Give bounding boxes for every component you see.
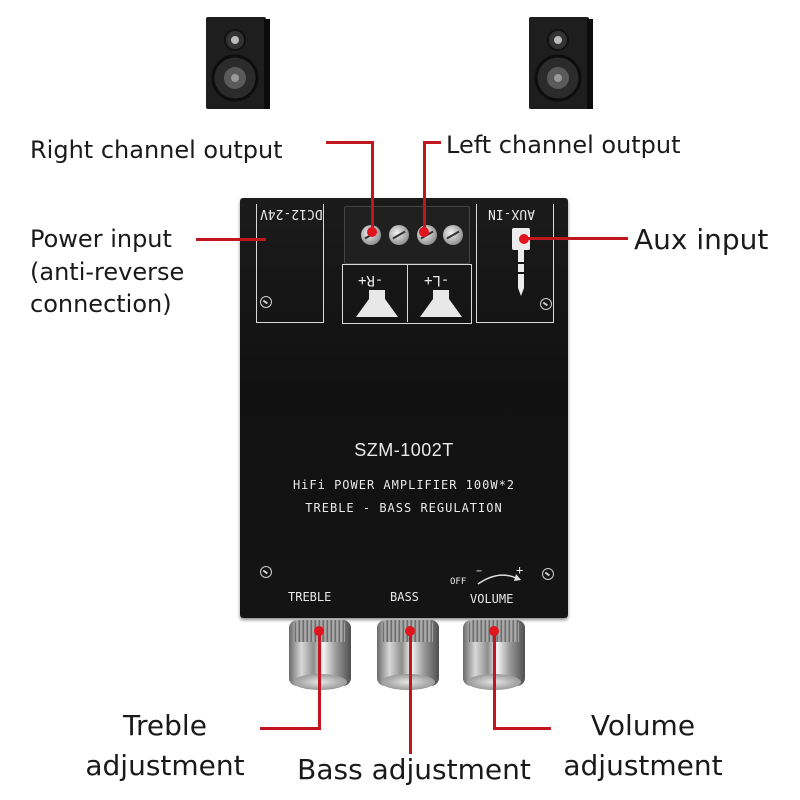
volume-adjustment-label-line-1: Volume	[590, 709, 696, 742]
model-name: SZM-1002T	[354, 440, 454, 460]
bass-adjustment-label: Bass adjustment	[297, 753, 531, 786]
left-channel-leader	[423, 141, 426, 231]
right-channel-leader	[326, 141, 374, 144]
speaker-symbol-icon	[420, 290, 462, 317]
power-input-label-line-2: (anti-reverse	[30, 258, 185, 286]
aux-input-marker	[519, 234, 529, 244]
treble-leader	[260, 727, 321, 730]
right-channel-output-label: Right channel output	[30, 136, 283, 164]
left-channel-output-label: Left channel output	[446, 131, 681, 159]
treble-marker	[314, 626, 324, 636]
screw-icon	[260, 566, 272, 578]
left-channel-leader	[423, 141, 441, 144]
volume-marker	[489, 626, 499, 636]
treble-adjustment-label-line-2: adjustment	[85, 749, 245, 782]
screw-icon	[542, 568, 554, 580]
volume-minus-marking: −	[476, 566, 483, 577]
speaker-divider	[407, 264, 408, 322]
treble-leader	[318, 630, 321, 730]
right-marking: -R+	[358, 272, 384, 288]
treble-marking: TREBLE	[288, 590, 332, 604]
product-line-2: TREBLE - BASS REGULATION	[305, 501, 503, 515]
terminal-screw-icon	[443, 225, 463, 245]
volume-arc-icon	[477, 574, 521, 585]
aux-marking: AUX-IN	[488, 206, 535, 221]
volume-marking: VOLUME	[470, 592, 514, 606]
screw-icon	[540, 298, 552, 310]
terminal-screw-icon	[389, 225, 409, 245]
bass-leader	[409, 630, 412, 754]
aux-input-label: Aux input	[634, 223, 769, 256]
treble-adjustment-label-line-1: Treble	[123, 709, 207, 742]
left-channel-marker	[419, 227, 429, 237]
bass-knob[interactable]	[377, 620, 439, 690]
aux-input-leader	[526, 237, 628, 240]
left-marking: -L+	[424, 272, 450, 288]
speaker-symbol-icon	[356, 290, 398, 317]
bass-marking: BASS	[390, 590, 419, 604]
power-input-box	[256, 204, 324, 323]
speaker-icon	[529, 17, 593, 109]
power-marking: DC12-24V	[260, 206, 323, 221]
volume-off-marking: OFF	[450, 577, 467, 587]
volume-adjustment-label-line-2: adjustment	[563, 749, 723, 782]
product-line-1: HiFi POWER AMPLIFIER 100W*2	[292, 478, 516, 492]
bass-marker	[405, 626, 415, 636]
volume-leader	[493, 630, 496, 728]
power-input-label-line-3: connection)	[30, 290, 172, 318]
screw-icon	[260, 296, 272, 308]
power-input-leader	[196, 238, 266, 241]
speaker-icon	[206, 17, 270, 109]
right-channel-marker	[367, 227, 377, 237]
volume-plus-marking: +	[516, 563, 524, 577]
right-channel-leader	[371, 141, 374, 231]
amplifier-board: DC12-24V -R+ -L+ AUX-IN SZM-1002T HiFi P…	[240, 198, 568, 618]
aux-input-box	[476, 204, 554, 323]
volume-leader	[493, 727, 551, 730]
speaker-terminal-block	[344, 206, 470, 264]
power-input-label-line-1: Power input	[30, 225, 172, 253]
